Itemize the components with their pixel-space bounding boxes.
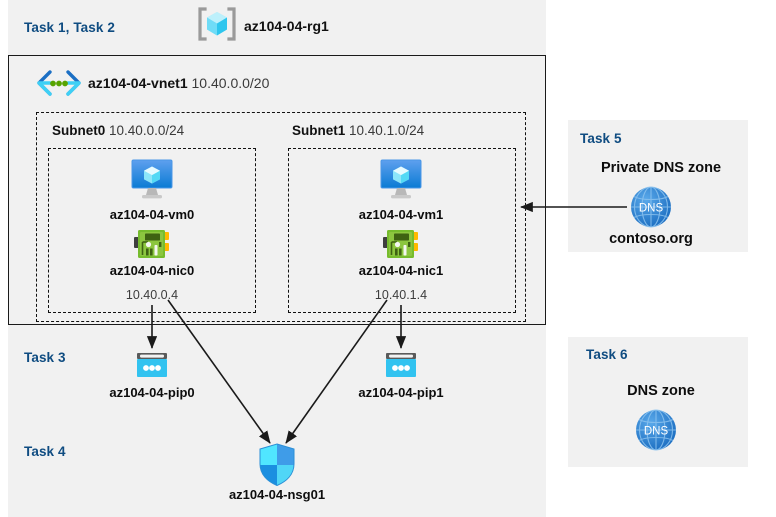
virtual-network-name: az104-04-vnet1 bbox=[88, 75, 188, 91]
public-ip-address-icon bbox=[384, 352, 418, 380]
subnet0-prefix: 10.40.0.0/24 bbox=[109, 123, 185, 138]
virtual-machine-icon bbox=[129, 158, 175, 200]
subnet0-name: Subnet0 bbox=[52, 123, 106, 138]
network-security-group-icon bbox=[258, 443, 296, 487]
task-label-1-2: Task 1, Task 2 bbox=[24, 20, 115, 35]
nsg-label: az104-04-nsg01 bbox=[228, 487, 326, 502]
task5-panel bbox=[568, 120, 748, 252]
task-label-4: Task 4 bbox=[24, 444, 66, 459]
resource-group-name: az104-04-rg1 bbox=[244, 18, 329, 34]
subnet1-title: Subnet1 10.40.1.0/24 bbox=[292, 123, 424, 138]
nic0-label: az104-04-nic0 bbox=[109, 263, 195, 278]
pip1-label: az104-04-pip1 bbox=[358, 385, 444, 400]
private-dns-heading: Private DNS zone bbox=[600, 160, 722, 176]
nic0-ip: 10.40.0.4 bbox=[125, 288, 179, 302]
virtual-network-box bbox=[8, 55, 546, 325]
task-label-3: Task 3 bbox=[24, 350, 66, 365]
public-ip-address-icon bbox=[135, 352, 169, 380]
dns-icon-text: DNS bbox=[639, 203, 664, 215]
network-interface-icon bbox=[383, 228, 419, 260]
dns-icon-text: DNS bbox=[644, 426, 669, 438]
subnet0-title: Subnet0 10.40.0.0/24 bbox=[52, 123, 184, 138]
private-dns-name: contoso.org bbox=[609, 231, 693, 247]
network-interface-icon bbox=[134, 228, 170, 260]
task-label-6: Task 6 bbox=[586, 347, 628, 362]
vm1-label: az104-04-vm1 bbox=[358, 207, 444, 222]
virtual-network-cidr: 10.40.0.0/20 bbox=[191, 75, 270, 91]
subnet1-box bbox=[288, 148, 516, 313]
public-dns-heading: DNS zone bbox=[627, 383, 695, 399]
dns-zone-icon: DNS bbox=[634, 408, 678, 452]
dns-zone-icon: DNS bbox=[629, 185, 673, 229]
subnets-container bbox=[36, 112, 526, 322]
resource-group-icon bbox=[198, 7, 236, 41]
resource-group-name-text: az104-04-rg1 bbox=[244, 18, 329, 34]
vm0-label: az104-04-vm0 bbox=[109, 207, 195, 222]
pip0-label: az104-04-pip0 bbox=[109, 385, 195, 400]
virtual-machine-icon bbox=[378, 158, 424, 200]
subnet1-prefix: 10.40.1.0/24 bbox=[349, 123, 425, 138]
nic1-ip: 10.40.1.4 bbox=[374, 288, 428, 302]
virtual-network-icon bbox=[36, 70, 82, 96]
virtual-network-label: az104-04-vnet1 10.40.0.0/20 bbox=[88, 75, 269, 91]
subnet1-name: Subnet1 bbox=[292, 123, 346, 138]
task3-panel bbox=[16, 338, 538, 406]
nic1-label: az104-04-nic1 bbox=[358, 263, 444, 278]
task-label-5: Task 5 bbox=[580, 131, 622, 146]
